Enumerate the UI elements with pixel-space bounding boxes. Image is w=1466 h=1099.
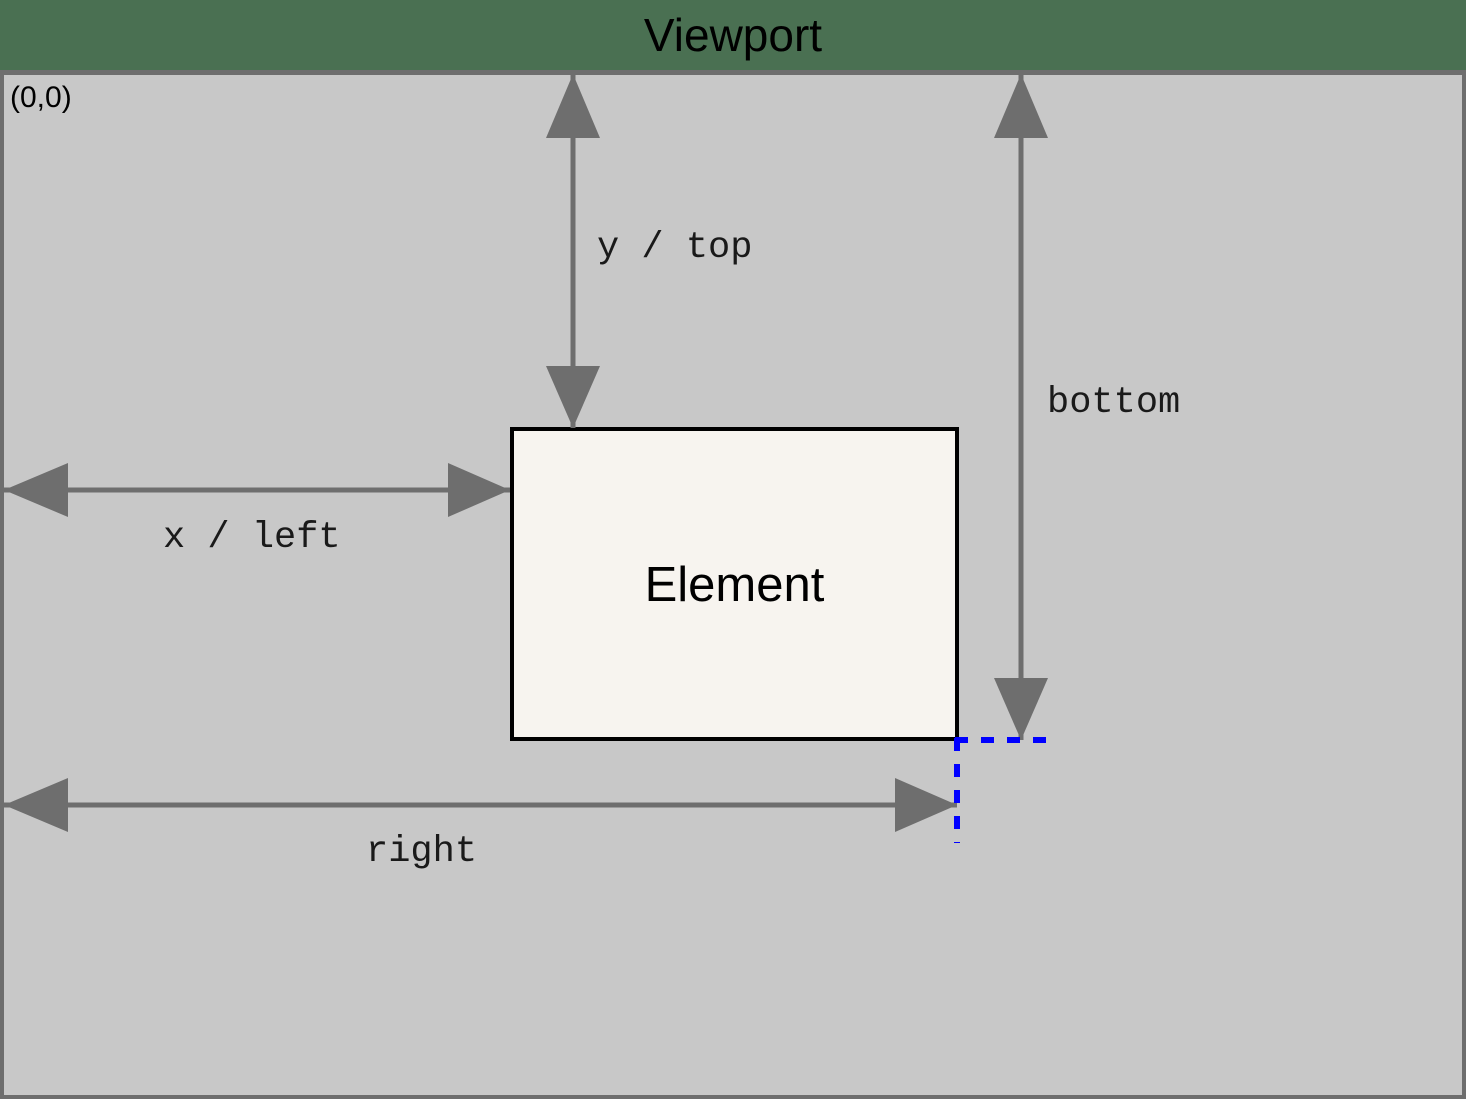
measurement-label-right: right <box>366 831 478 873</box>
measurement-label-y-top: y / top <box>597 227 753 269</box>
measurement-label-bottom: bottom <box>1047 382 1181 424</box>
element-label: Element <box>644 558 825 612</box>
origin-coordinate-label: (0,0) <box>10 81 72 114</box>
element-box: Element <box>510 427 959 741</box>
viewport-title: Viewport <box>643 9 823 61</box>
viewport-header: Viewport <box>0 0 1466 70</box>
measurement-label-x-left: x / left <box>163 517 341 559</box>
